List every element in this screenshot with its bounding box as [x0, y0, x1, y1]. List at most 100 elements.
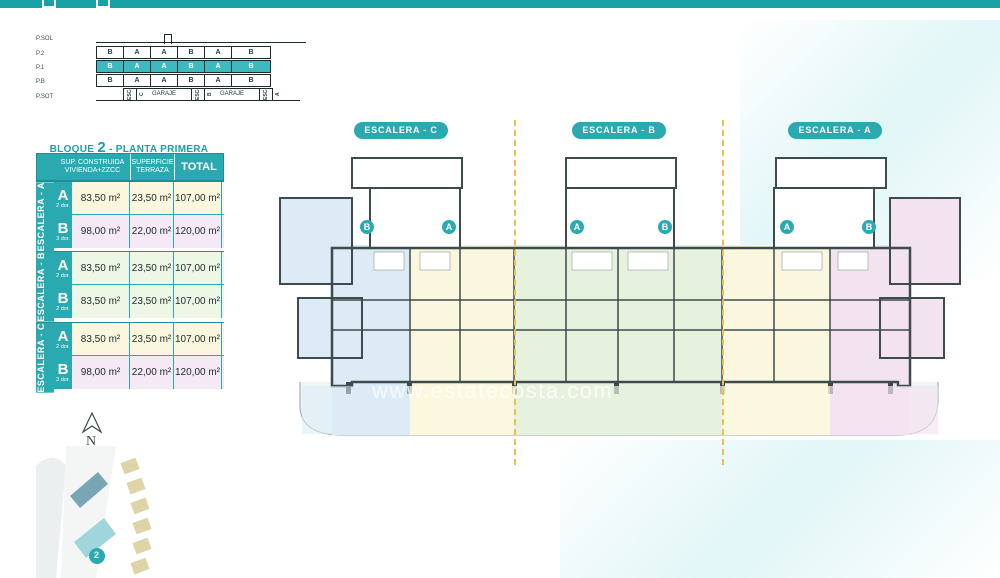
section-floor-pb: B A A B A B: [96, 74, 271, 87]
floor-plan: ESCALERA - C ESCALERA - B ESCALERA - A B…: [262, 120, 962, 470]
section-basement: ESC-C GARAJE ESC-B GARAJE ESC-A: [96, 88, 300, 101]
section-cell: B: [231, 60, 271, 73]
unit-marker: B: [360, 220, 374, 234]
unit-marker: A: [780, 220, 794, 234]
block-number-badge: 2: [94, 550, 100, 560]
built-area-value: 98,00 m²: [72, 356, 130, 390]
group-label: ESCALERA - A: [36, 182, 54, 252]
section-stair-b: ESC-B: [191, 88, 213, 101]
section-cell: A: [204, 60, 232, 73]
level-label: P.B: [36, 79, 45, 85]
level-label: P.2: [36, 51, 45, 57]
terrace-value: 23,50 m²: [130, 285, 174, 319]
terrace-value: 23,50 m²: [130, 182, 174, 214]
escalera-c-label: ESCALERA - C: [354, 122, 448, 139]
section-floor-p2: B A A B A B: [96, 46, 271, 59]
built-area-value: 83,50 m²: [72, 285, 130, 319]
terrace-value: 23,50 m²: [130, 323, 174, 356]
terrace-value: 22,00 m²: [130, 215, 174, 248]
north-compass: N: [80, 411, 104, 452]
section-cell: A: [123, 46, 151, 59]
total-value: 120,00 m²: [174, 356, 222, 390]
unit-marker: B: [658, 220, 672, 234]
logo-mark: [42, 0, 56, 8]
section-cell-empty: [96, 88, 124, 101]
floor-plan-drawing: [279, 157, 961, 436]
table-title: BLOQUE 2 - PLANTA PRIMERA: [36, 139, 222, 156]
title-number: 2: [97, 139, 106, 156]
section-cell: A: [204, 74, 232, 87]
section-cell: B: [231, 46, 271, 59]
stair-divider-line: [514, 120, 516, 465]
escalera-b-label: ESCALERA - B: [572, 122, 666, 139]
header-built-area: SUP. CONSTRUIDA VIVIENDA+ZZCC: [37, 154, 131, 180]
areas-table: SUP. CONSTRUIDA VIVIENDA+ZZCC SUPERFICIE…: [36, 153, 224, 393]
title-prefix: BLOQUE: [49, 144, 95, 155]
north-arrow-icon: [81, 411, 103, 434]
roof-stair: [164, 34, 172, 44]
group-label: ESCALERA - C: [36, 323, 54, 393]
section-cell: A: [123, 60, 151, 73]
section-garage: GARAJE: [204, 88, 260, 101]
header-terrace: SUPERFICIE TERRAZA: [131, 154, 175, 180]
section-garage: GARAJE: [136, 88, 192, 101]
level-label: P.1: [36, 65, 45, 71]
total-value: 107,00 m²: [174, 323, 222, 356]
total-value: 120,00 m²: [174, 215, 222, 248]
total-value: 107,00 m²: [174, 252, 222, 285]
top-banner: [0, 0, 1000, 8]
section-floor-p1: B A A B A B: [96, 60, 271, 73]
escalera-a-label: ESCALERA - A: [788, 122, 882, 139]
section-cell: B: [177, 60, 205, 73]
section-cell: A: [123, 74, 151, 87]
north-label: N: [86, 434, 97, 449]
unit-marker: B: [862, 220, 876, 234]
group-label: ESCALERA - B: [36, 252, 54, 323]
background-stripe: [560, 440, 1000, 578]
table-header: SUP. CONSTRUIDA VIVIENDA+ZZCC SUPERFICIE…: [36, 153, 224, 181]
section-cell: B: [96, 46, 124, 59]
built-area-value: 83,50 m²: [72, 252, 130, 285]
section-cell: B: [96, 74, 124, 87]
terrace-value: 22,00 m²: [130, 356, 174, 390]
section-cell: A: [150, 60, 178, 73]
terrace-value: 23,50 m²: [130, 252, 174, 285]
highlighted-block: [74, 518, 116, 558]
built-area-value: 83,50 m²: [72, 182, 130, 214]
site-location-map: 2: [36, 446, 186, 578]
section-cell: A: [150, 74, 178, 87]
section-cell: A: [150, 46, 178, 59]
total-value: 107,00 m²: [174, 285, 222, 319]
section-cell-empty: [272, 88, 300, 101]
logo-mark-2: [96, 0, 110, 8]
level-label: P.SOL: [36, 36, 53, 42]
built-area-value: 83,50 m²: [72, 323, 130, 356]
neighbour-buildings: [120, 457, 152, 575]
header-total: TOTAL: [181, 161, 217, 173]
stair-divider-line: [722, 120, 724, 465]
section-cell: B: [177, 74, 205, 87]
built-area-value: 98,00 m²: [72, 215, 130, 248]
level-label: P.SOT: [36, 94, 54, 100]
section-cell: B: [231, 74, 271, 87]
building-footprint: [70, 472, 108, 508]
roof-line: [96, 42, 306, 43]
title-suffix: - PLANTA PRIMERA: [109, 144, 209, 155]
section-cell: B: [177, 46, 205, 59]
unit-marker: A: [570, 220, 584, 234]
section-cell: B: [96, 60, 124, 73]
